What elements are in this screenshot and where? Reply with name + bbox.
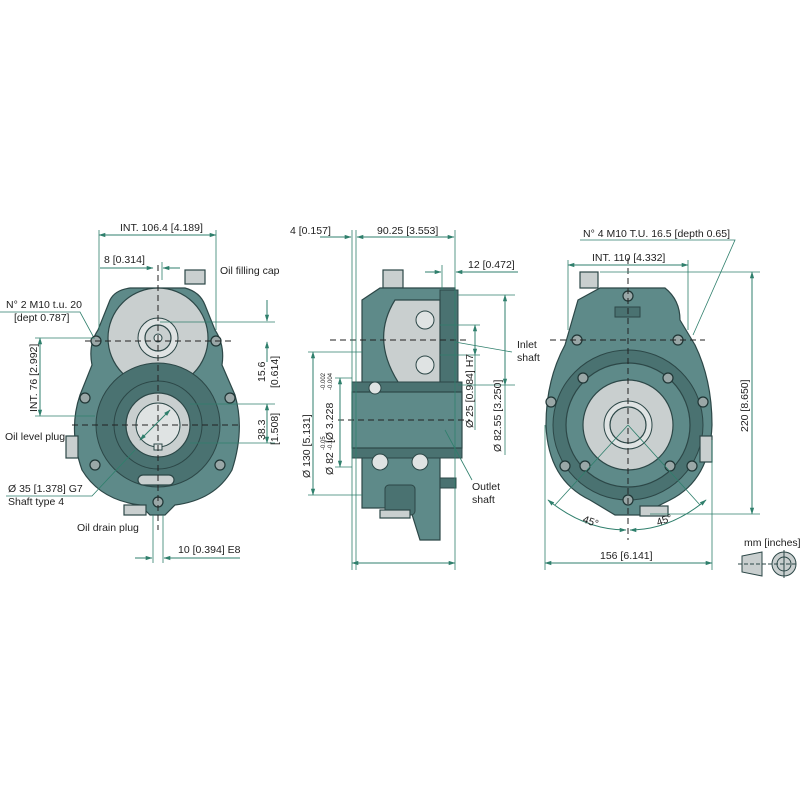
thread-label-line2: [dept 0.787] <box>14 312 70 324</box>
side-view-body <box>351 269 463 541</box>
shaft-type-label: Shaft type 4 <box>8 496 64 508</box>
oil-level-plug <box>65 435 79 459</box>
rear-int-width-label: INT. 110 [4.332] <box>592 252 665 264</box>
rear-height-label: 220 [8.650] <box>739 379 751 432</box>
key-width-label: 10 [0.394] E8 <box>178 544 241 556</box>
diam-82-tol-lower: -0.1 <box>328 439 334 450</box>
dim-15-6-in: [0.614] <box>269 356 281 388</box>
thread-label-line1: N° 2 M10 t.u. 20 <box>6 299 82 311</box>
diam-25-label: Ø 25 [0.984] H7 <box>464 354 476 428</box>
shaft-diameter-label: Ø 35 [1.378] G7 <box>8 483 83 495</box>
rear-thread-label: N° 4 M10 T.U. 16.5 [depth 0.65] <box>583 228 730 240</box>
dim-38-3: 38.3 <box>256 419 268 440</box>
diam-82-in-label: [Ø 3.228 <box>324 403 336 443</box>
dim-90-label: 90.25 [3.553] <box>377 225 438 237</box>
front-view: INT. 106.4 [4.189] 8 [0.314] Oil filling… <box>0 222 281 563</box>
diam-82-55-label: Ø 82.55 [3.250] <box>492 380 504 452</box>
rear-width-label: 156 [6.141] <box>600 550 653 562</box>
outlet-shaft-label-2: shaft <box>472 494 495 506</box>
side-filling-cap <box>382 269 404 289</box>
diam-82-tol-upper: -0.05 <box>321 436 327 450</box>
diam-82-in-tol-upper: -0.002 <box>321 372 327 390</box>
diam-82-in-tol-lower: -0.004 <box>328 372 334 390</box>
rear-view: N° 4 M10 T.U. 16.5 [depth 0.65] INT. 110… <box>544 228 760 570</box>
side-view: 4 [0.157] 90.25 [3.553] 12 [0.472] Inlet… <box>290 225 540 570</box>
oil-filling-cap <box>184 269 206 285</box>
oil-level-plug-label: Oil level plug <box>5 431 65 443</box>
inlet-shaft-label-1: Inlet <box>517 339 537 351</box>
angle-left-label: 45° <box>581 514 600 531</box>
front-view-body <box>65 269 240 516</box>
outlet-shaft-label-1: Outlet <box>472 481 500 493</box>
inlet-shaft-label-2: shaft <box>517 352 540 364</box>
units-label: mm [inches] <box>744 537 800 549</box>
dim-38-3-in: [1.508] <box>269 413 281 445</box>
rear-view-body <box>545 271 713 517</box>
oil-filling-cap-label: Oil filling cap <box>220 265 280 277</box>
units-legend: mm [inches] <box>738 537 800 578</box>
dim-15-6: 15.6 <box>256 361 268 382</box>
diam-130-label: Ø 130 [5.131] <box>301 414 313 478</box>
offset-label: 8 [0.314] <box>104 254 145 266</box>
int-height-label: INT. 76 [2.992] <box>28 344 40 412</box>
angle-right-label: 45° <box>655 512 674 529</box>
dim-12-label: 12 [0.472] <box>468 259 515 271</box>
oil-drain-plug <box>123 504 147 516</box>
diam-82-label: Ø 82 <box>324 452 336 475</box>
dim-4-label: 4 [0.157] <box>290 225 331 237</box>
oil-drain-plug-label: Oil drain plug <box>77 522 139 534</box>
int-width-label: INT. 106.4 [4.189] <box>120 222 203 234</box>
